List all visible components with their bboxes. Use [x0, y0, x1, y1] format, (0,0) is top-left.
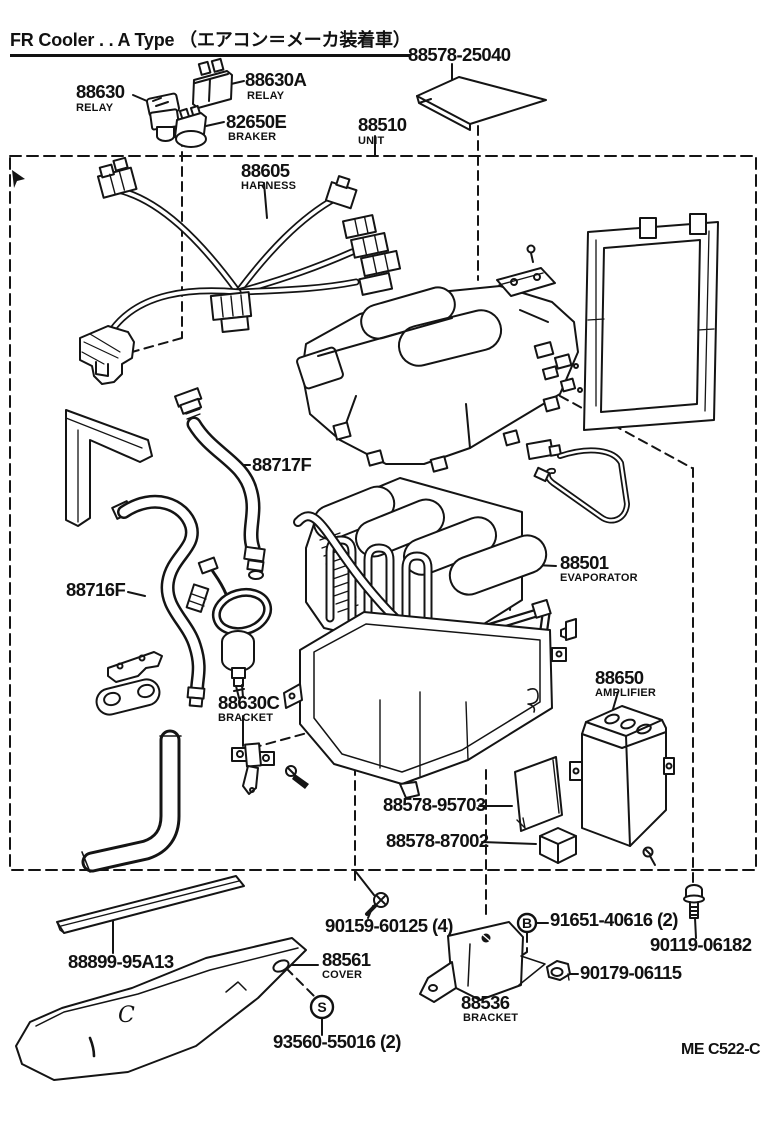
part-name-88650: AMPLIFIER — [595, 687, 656, 699]
part-label-88578-87002: 88578-87002 — [386, 830, 489, 851]
nut-90179-art — [546, 960, 571, 981]
part-label-88716F: 88716F — [66, 579, 125, 600]
plate-88578-95703-art — [514, 756, 563, 832]
cover-script-mark: C — [118, 1003, 135, 1028]
part-label-88578-95703: 88578-95703 — [383, 794, 486, 815]
cover-88561-art — [15, 937, 307, 1081]
part-name-88536: BRACKET — [463, 1012, 518, 1024]
harness-88605-art — [79, 156, 402, 385]
fastener-symbol-S: S — [317, 999, 326, 1015]
part-name-88630A: RELAY — [247, 90, 285, 102]
part-name-88630C: BRACKET — [218, 712, 273, 724]
breaker-82650E-art — [174, 104, 207, 148]
harness-connector-b — [324, 175, 358, 210]
hose-88717F-art — [174, 387, 266, 580]
screw-90159-art — [365, 892, 389, 916]
part-label-88630A: 88630A — [245, 69, 306, 90]
part-label-88578-25040: 88578-25040 — [408, 44, 511, 65]
clamp-art — [95, 651, 163, 716]
strip-88899-95A13-art — [56, 875, 245, 934]
part-name-88510: UNIT — [358, 135, 385, 147]
left-seal-art — [65, 409, 153, 527]
corner-arrow-icon — [12, 170, 25, 188]
part-label-88899-95A13: 88899-95A13 — [68, 951, 174, 972]
part-name-82650E: BRAKER — [228, 131, 276, 143]
bracket-88536-art — [419, 921, 546, 1003]
bolt-90119-art — [683, 884, 705, 919]
part-labels: 88630RELAY88630ARELAY82650EBRAKER88578-2… — [66, 44, 752, 1052]
part-label-90159-601254: 90159-60125 (4) — [325, 915, 453, 936]
harness-connector-cluster — [341, 214, 402, 296]
part-label-88605: 88605 — [241, 160, 290, 181]
assembly-border — [9, 155, 757, 871]
part-name-88605: HARNESS — [241, 180, 296, 192]
part-label-88630: 88630 — [76, 81, 125, 102]
fastener-symbol-circle-B — [516, 912, 538, 934]
harness-connector-d — [209, 291, 253, 334]
part-label-93560-550162: 93560-55016 (2) — [273, 1031, 401, 1052]
part-label-90119-06182: 90119-06182 — [650, 934, 752, 955]
j-pipe-art — [81, 729, 182, 873]
unit-88510-art — [296, 285, 583, 473]
part-label-88510: 88510 — [358, 114, 407, 135]
part-label-91651-406162: 91651-40616 (2) — [550, 909, 678, 930]
bracket-88630C-art — [231, 742, 309, 795]
sight-glass-art — [185, 556, 273, 699]
hose-88716F-art — [111, 494, 273, 708]
amplifier-88650-art — [569, 705, 675, 866]
part-label-88717F: 88717F — [252, 454, 311, 475]
harness-connector-a — [96, 156, 138, 199]
top-plate-art — [496, 244, 556, 297]
part-label-88536: 88536 — [461, 992, 510, 1013]
page-title: FR Cooler . . A Type （エアコン＝メーカ装着車） — [10, 26, 411, 57]
part-name-88630: RELAY — [76, 102, 114, 114]
unit-side-fittings — [533, 341, 583, 393]
thermistor-art — [525, 439, 630, 524]
part-label-90179-06115: 90179-06115 — [580, 962, 682, 983]
lower-case-art — [283, 611, 567, 799]
relay-88630-art — [146, 92, 180, 142]
relay-88630A-art — [192, 57, 233, 109]
cube-88578-87002-art — [539, 827, 577, 864]
diagram-code: ME C522-C — [681, 1041, 761, 1058]
part-name-88501: EVAPORATOR — [560, 572, 638, 584]
fastener-symbol-B: B — [522, 915, 532, 931]
fastener-symbol-circle-S — [309, 994, 335, 1020]
harness-boot-e — [79, 325, 135, 385]
part-label-88501: 88501 — [560, 552, 609, 573]
part-label-88630C: 88630C — [218, 692, 279, 713]
part-name-88561: COVER — [322, 969, 362, 981]
part-label-82650E: 82650E — [226, 111, 286, 132]
plate-88578-25040-art — [416, 76, 547, 131]
part-label-88561: 88561 — [322, 949, 371, 970]
clip-art — [560, 618, 577, 641]
seal-frame-art — [583, 213, 719, 431]
part-label-88650: 88650 — [595, 667, 644, 688]
